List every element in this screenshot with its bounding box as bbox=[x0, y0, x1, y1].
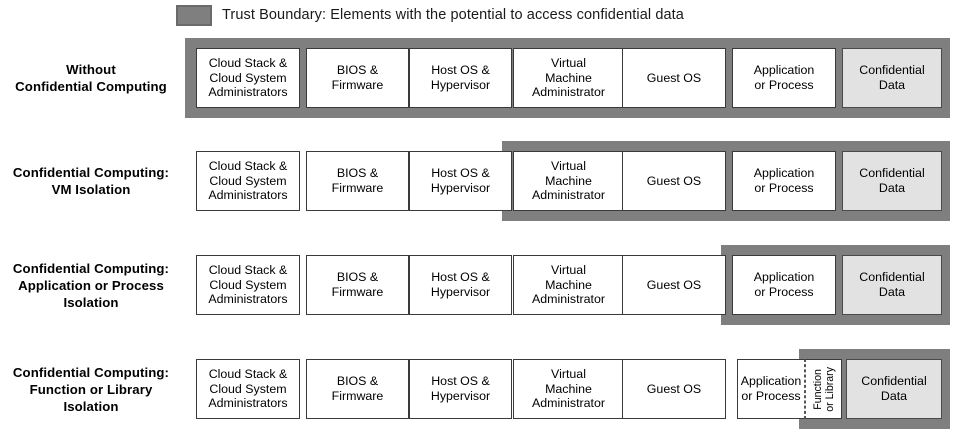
row-label: Confidential Computing: VM Isolation bbox=[0, 141, 182, 221]
box-bios-firmware: BIOS &Firmware bbox=[306, 48, 409, 108]
row-label: Confidential Computing:Function or Libra… bbox=[0, 349, 182, 429]
box-label: Guest OS bbox=[646, 277, 702, 292]
row-label-line: Isolation bbox=[63, 294, 119, 310]
box-label: Guest OS bbox=[646, 173, 702, 188]
row-label-line: Isolation bbox=[63, 398, 119, 414]
box-label: BIOS &Firmware bbox=[331, 270, 384, 299]
trust-boundary-swatch bbox=[176, 4, 212, 26]
box-host-os-hypervisor: Host OS &Hypervisor bbox=[409, 359, 512, 419]
box-label: Host OS &Hypervisor bbox=[430, 63, 491, 92]
diagram-row: Confidential Computing:Function or Libra… bbox=[0, 349, 960, 429]
box-label: Function or Library bbox=[811, 366, 836, 412]
box-guest-os: Guest OS bbox=[622, 255, 726, 315]
box-host-os-hypervisor: Host OS &Hypervisor bbox=[409, 48, 512, 108]
box-function-or-library: Function or Library bbox=[805, 359, 842, 419]
row-label-line: Confidential Computing: bbox=[12, 364, 170, 380]
legend-label: Trust Boundary: Elements with the potent… bbox=[222, 7, 684, 23]
diagram-row: Confidential Computing: VM Isolation Cloud… bbox=[0, 141, 960, 221]
row-label-line: Without bbox=[66, 62, 116, 77]
box-guest-os: Guest OS bbox=[622, 359, 726, 419]
box-guest-os: Guest OS bbox=[622, 151, 726, 211]
box-label: Host OS &Hypervisor bbox=[430, 270, 491, 299]
box-label: BIOS &Firmware bbox=[331, 374, 384, 403]
box-label: BIOS &Firmware bbox=[331, 166, 384, 195]
box-host-os-hypervisor: Host OS &Hypervisor bbox=[409, 255, 512, 315]
box-label: Guest OS bbox=[646, 381, 702, 396]
row-label-line: Application or Process bbox=[18, 277, 164, 293]
row-label-line: Confidential Computing: bbox=[12, 165, 170, 180]
row-label-line: VM Isolation bbox=[51, 182, 131, 197]
diagram-row: Confidential Computing:Application or Pr… bbox=[0, 245, 960, 325]
row-label-line: Confidential Computing bbox=[15, 79, 167, 94]
box-bios-firmware: BIOS &Firmware bbox=[306, 151, 409, 211]
legend: Trust Boundary: Elements with the potent… bbox=[176, 3, 684, 27]
box-host-os-hypervisor: Host OS &Hypervisor bbox=[409, 151, 512, 211]
row-label-line: Confidential Computing: bbox=[12, 260, 170, 276]
box-guest-os: Guest OS bbox=[622, 48, 726, 108]
row-label-line: Function or Library bbox=[29, 381, 153, 397]
box-label: Host OS &Hypervisor bbox=[430, 374, 491, 403]
box-bios-firmware: BIOS &Firmware bbox=[306, 359, 409, 419]
box-bios-firmware: BIOS &Firmware bbox=[306, 255, 409, 315]
box-label: BIOS &Firmware bbox=[331, 63, 384, 92]
box-label: Guest OS bbox=[646, 70, 702, 85]
box-label: Host OS &Hypervisor bbox=[430, 166, 491, 195]
row-label: Confidential Computing:Application or Pr… bbox=[0, 245, 182, 325]
